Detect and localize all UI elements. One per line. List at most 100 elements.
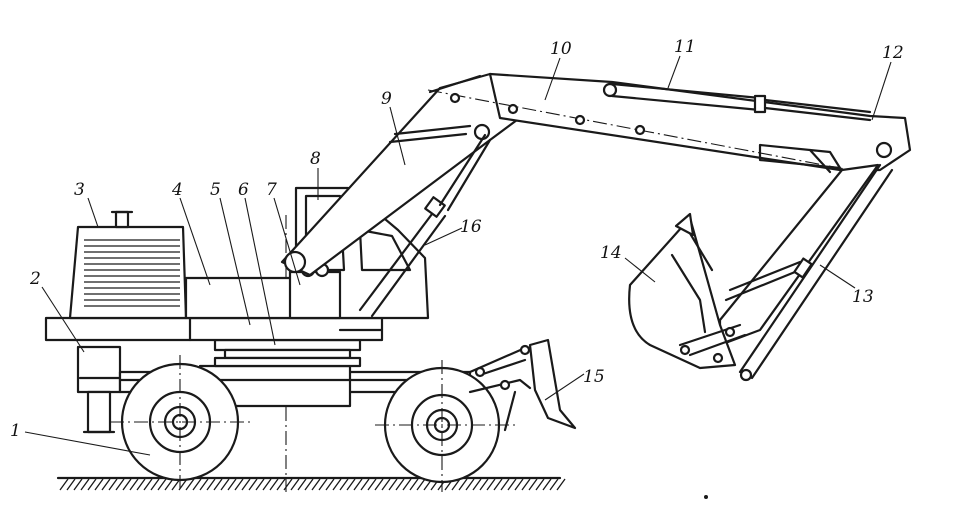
label-6: 6 [238, 180, 249, 200]
ground-hatch-line [304, 478, 314, 491]
label-2: 2 [29, 269, 41, 289]
ground-hatch-line [297, 478, 307, 491]
ground-hatch-line [283, 478, 293, 491]
label-7: 7 [266, 180, 277, 200]
label-3: 3 [74, 180, 85, 200]
label-10: 10 [550, 39, 572, 59]
boom-cylinder [358, 133, 492, 318]
ground-hatch-line [59, 478, 69, 491]
ground-hatch-line [94, 478, 104, 491]
ground-hatch-line [381, 478, 391, 491]
ground-hatch-line [276, 478, 286, 491]
ground-hatch-line [500, 478, 510, 491]
label-13: 13 [852, 287, 874, 307]
ground-hatch-line [192, 478, 202, 491]
label-4: 4 [171, 180, 183, 200]
ground-hatch-line [164, 478, 174, 491]
ground-hatch-line [150, 478, 160, 491]
ground-hatch-line [332, 478, 342, 491]
ground-hatch-line [234, 478, 244, 491]
ground-hatch-line [542, 478, 552, 491]
ground-hatch-line [227, 478, 237, 491]
ground-hatch-line [465, 478, 475, 491]
front-wheel [375, 360, 515, 492]
ground-hatch-line [262, 478, 272, 491]
ground-hatch-line [122, 478, 132, 491]
ground-hatch-line [311, 478, 321, 491]
rear-wheel [110, 355, 250, 492]
label-15: 15 [583, 367, 605, 387]
ground-hatch-line [325, 478, 335, 491]
ground-hatch-line [528, 478, 538, 491]
ground-hatch-line [479, 478, 489, 491]
ground-hatch-line [486, 478, 496, 491]
dozer-blade [468, 338, 577, 432]
callout-labels: 1 2 3 4 5 6 7 8 9 10 11 12 13 14 15 16 [10, 37, 904, 441]
ground-hatch-line [213, 478, 223, 491]
stray-dot [704, 495, 708, 499]
ground-hatch-line [409, 478, 419, 491]
turntable-platform [44, 316, 384, 342]
ground-hatch-line [535, 478, 545, 491]
ground-hatch-line [157, 478, 167, 491]
ground-hatch-line [402, 478, 412, 491]
ground-hatch-line [458, 478, 468, 491]
ground-hatch-line [143, 478, 153, 491]
ground-hatch-line [395, 478, 405, 491]
ground-hatch-line [472, 478, 482, 491]
ground-hatch-line [199, 478, 209, 491]
arm [427, 72, 912, 174]
label-1: 1 [10, 421, 21, 441]
ground-hatch-line [318, 478, 328, 491]
ground-hatch-line [360, 478, 370, 491]
engine-hood [68, 210, 188, 320]
ground-hatch-line [206, 478, 216, 491]
ground-hatch-line [507, 478, 517, 491]
label-14: 14 [600, 243, 622, 263]
label-11: 11 [674, 37, 696, 57]
ground-hatch-line [248, 478, 258, 491]
ground-hatch-line [220, 478, 230, 491]
ground-hatch-line [108, 478, 118, 491]
ground-hatch-line [451, 478, 461, 491]
ground-hatch-line [269, 478, 279, 491]
arm-cylinder [602, 82, 872, 122]
ground-hatch-line [241, 478, 251, 491]
ground-hatch-line [493, 478, 503, 491]
label-9: 9 [381, 89, 392, 109]
label-16: 16 [460, 217, 482, 237]
ground-hatch-line [136, 478, 146, 491]
ground-hatch-line [556, 478, 566, 491]
label-8: 8 [310, 149, 321, 169]
bucket [628, 212, 747, 370]
ground-hatch-line [115, 478, 125, 491]
ground-hatch-line [66, 478, 76, 491]
rear-outrigger [76, 345, 122, 434]
ground-hatch-line [80, 478, 90, 491]
ground-hatch-line [129, 478, 139, 491]
label-12: 12 [882, 43, 904, 63]
ground-hatch-line [416, 478, 426, 491]
ground-hatch-line [87, 478, 97, 491]
ground-hatch-line [346, 478, 356, 491]
ground-hatch-line [374, 478, 384, 491]
slewing-ring [213, 338, 362, 368]
ground-hatch-line [290, 478, 300, 491]
bucket-cylinder [738, 163, 894, 382]
dipper-link [718, 163, 880, 347]
ground-hatch-line [367, 478, 377, 491]
ground-hatch-line [549, 478, 559, 491]
ground-hatch-line [339, 478, 349, 491]
ground-hatch-line [185, 478, 195, 491]
leader-lines [24, 55, 892, 456]
ground-hatch-line [101, 478, 111, 491]
ground [56, 476, 566, 491]
ground-hatch-line [353, 478, 363, 491]
ground-hatch-line [521, 478, 531, 491]
ground-hatch-line [514, 478, 524, 491]
ground-hatch-line [388, 478, 398, 491]
ground-hatch-line [73, 478, 83, 491]
label-5: 5 [210, 180, 221, 200]
ground-hatch-line [255, 478, 265, 491]
